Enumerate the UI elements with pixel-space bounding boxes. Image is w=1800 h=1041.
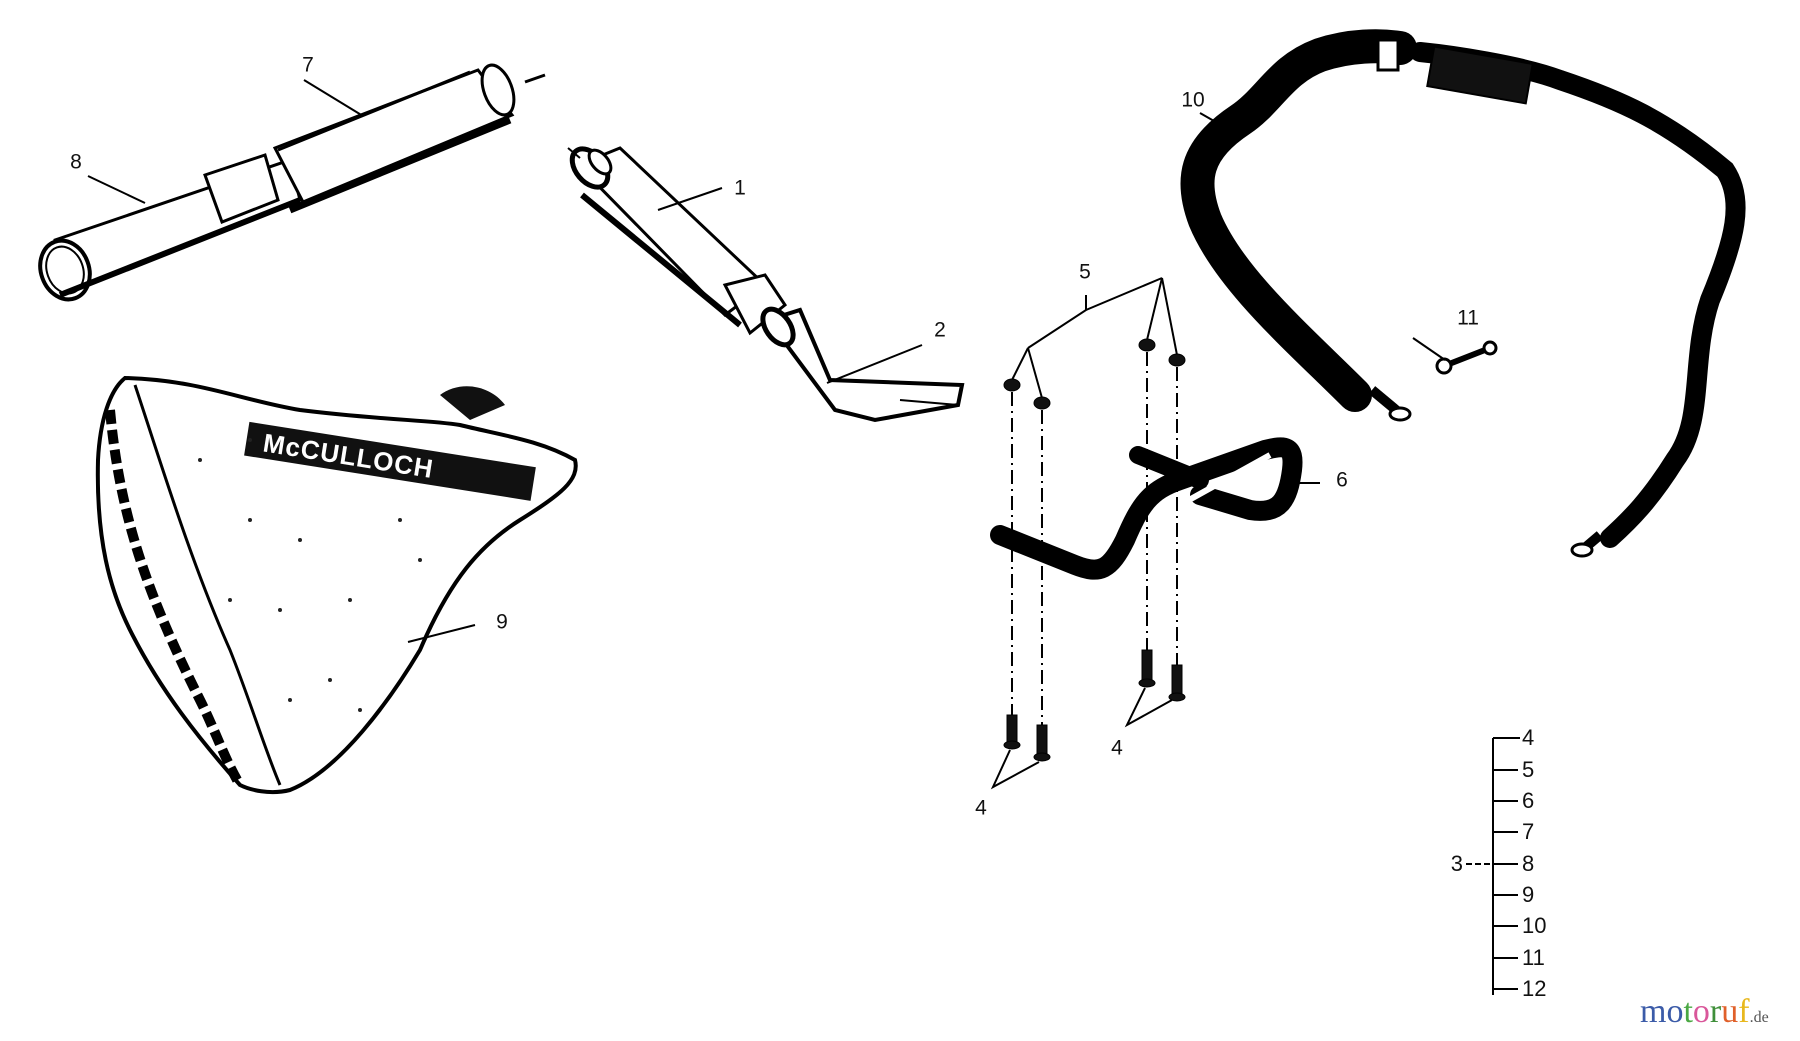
shoulder-strap-drawing bbox=[1180, 29, 1746, 558]
kit-item-7: 7 bbox=[1522, 819, 1535, 844]
kit-root-label: 3 bbox=[1450, 851, 1463, 876]
callout-10: 10 bbox=[1181, 88, 1205, 112]
watermark-letter: m bbox=[1640, 993, 1667, 1030]
extension-tube-drawing bbox=[38, 63, 546, 302]
watermark-logo: motoruf.de bbox=[1640, 995, 1769, 1029]
callout-5: 5 bbox=[1079, 260, 1091, 284]
callout-1: 1 bbox=[734, 176, 746, 200]
callout-2: 2 bbox=[934, 318, 946, 342]
watermark-letter: o bbox=[1692, 993, 1710, 1030]
kit-item-4: 4 bbox=[1522, 725, 1535, 750]
watermark-letter: f bbox=[1738, 993, 1750, 1030]
kit-item-9: 9 bbox=[1522, 882, 1535, 907]
kit-item-8: 8 bbox=[1522, 851, 1535, 876]
callout-4b: 4 bbox=[1111, 736, 1123, 760]
handle-assembly-drawing bbox=[990, 277, 1320, 790]
collection-bag-drawing: McCULLOCH bbox=[95, 375, 578, 795]
watermark-suffix: .de bbox=[1749, 1009, 1769, 1026]
callout-7: 7 bbox=[302, 53, 314, 77]
callout-8: 8 bbox=[70, 150, 82, 174]
callout-4a: 4 bbox=[975, 796, 987, 820]
kit-item-5: 5 bbox=[1522, 757, 1535, 782]
watermark-letter: r bbox=[1709, 993, 1722, 1030]
kit-item-10: 10 bbox=[1522, 913, 1547, 938]
watermark-letter: o bbox=[1666, 993, 1684, 1030]
callout-9: 9 bbox=[496, 610, 508, 634]
watermark-letter: t bbox=[1683, 993, 1693, 1030]
watermark-text: motoruf bbox=[1640, 993, 1750, 1030]
watermark-letter: u bbox=[1721, 993, 1739, 1030]
kit-bracket bbox=[1466, 737, 1520, 995]
kit-item-12: 12 bbox=[1522, 976, 1547, 1001]
kit-item-6: 6 bbox=[1522, 788, 1535, 813]
callout-6: 6 bbox=[1336, 468, 1348, 492]
kit-item-11: 11 bbox=[1522, 945, 1545, 970]
blower-tube-drawing bbox=[567, 146, 965, 423]
callout-11: 11 bbox=[1457, 306, 1479, 330]
